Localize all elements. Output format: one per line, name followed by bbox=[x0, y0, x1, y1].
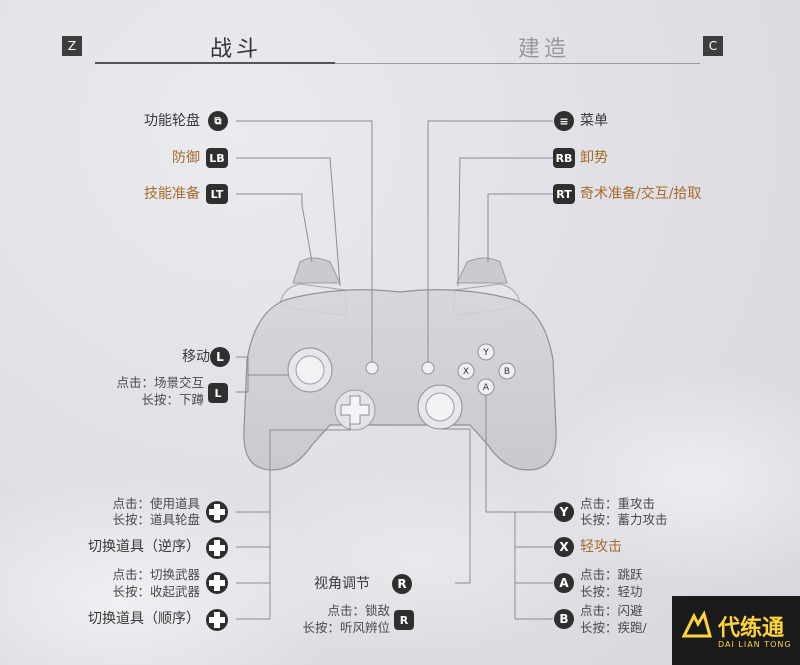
dpad-right-icon bbox=[206, 609, 228, 631]
label-y-hold: 长按：蓄力攻击 bbox=[580, 512, 668, 527]
tab-next-key[interactable]: C bbox=[703, 36, 723, 56]
menu-button bbox=[421, 361, 435, 375]
rt-trigger bbox=[456, 257, 508, 284]
label-rb: 卸势 bbox=[580, 150, 608, 166]
label-ls-hold: 长按：下蹲 bbox=[141, 392, 204, 407]
label-ddown-click: 点击：切换武器 bbox=[112, 567, 200, 582]
x-button-icon: X bbox=[554, 537, 574, 557]
right-stick-icon: R bbox=[392, 574, 412, 594]
label-a-click: 点击：跳跃 bbox=[580, 567, 643, 582]
face-y: Y bbox=[482, 348, 489, 358]
label-a-hold: 长按：轻功 bbox=[580, 584, 643, 599]
label-x: 轻攻击 bbox=[580, 539, 622, 555]
label-ddown-hold: 长按：收起武器 bbox=[112, 584, 200, 599]
label-b-hold: 长按：疾跑/ bbox=[580, 620, 647, 635]
face-x: X bbox=[463, 367, 469, 377]
face-b: B bbox=[504, 367, 510, 377]
label-rs-click: 点击：锁敌 bbox=[327, 603, 390, 618]
tab-build[interactable]: 建造 bbox=[518, 37, 571, 62]
label-dright: 切换道具（顺序） bbox=[88, 611, 200, 627]
b-button-icon: B bbox=[554, 609, 574, 629]
label-view: 视角调节 bbox=[314, 576, 370, 592]
label-skill: 技能准备 bbox=[144, 186, 200, 202]
tab-active-underline bbox=[95, 62, 335, 64]
rt-icon: RT bbox=[553, 184, 575, 204]
label-b-click: 点击：闪避 bbox=[580, 603, 643, 618]
dpad-left-icon bbox=[206, 537, 228, 559]
a-button-icon: A bbox=[554, 573, 574, 593]
view-button-icon: ⧉ bbox=[208, 111, 228, 131]
tab-divider bbox=[95, 63, 700, 64]
label-ls-click: 点击：场景交互 bbox=[116, 375, 204, 390]
watermark-logo-icon bbox=[681, 610, 712, 638]
label-move: 移动 bbox=[182, 349, 210, 365]
tab-combat[interactable]: 战斗 bbox=[210, 37, 263, 62]
face-a: A bbox=[483, 383, 490, 393]
label-dup-click: 点击：使用道具 bbox=[112, 496, 200, 511]
y-button-icon: Y bbox=[554, 502, 574, 522]
watermark-sub: DAI LIAN TONG bbox=[718, 640, 792, 649]
watermark: 代练通 DAI LIAN TONG bbox=[672, 596, 800, 665]
dpad-up-icon bbox=[206, 501, 228, 523]
lt-icon: LT bbox=[206, 184, 228, 204]
label-function-wheel: 功能轮盘 bbox=[144, 113, 200, 129]
dpad-down-icon bbox=[206, 572, 228, 594]
label-rt: 奇术准备/交互/拾取 bbox=[580, 186, 702, 202]
label-menu: 菜单 bbox=[580, 113, 608, 129]
right-stick-press-icon: R bbox=[394, 610, 414, 630]
label-dup-hold: 长按：道具轮盘 bbox=[112, 512, 200, 527]
tab-prev-key[interactable]: Z bbox=[62, 36, 82, 56]
label-guard: 防御 bbox=[172, 150, 200, 166]
lb-icon: LB bbox=[206, 148, 228, 168]
lt-trigger bbox=[292, 257, 341, 284]
view-button bbox=[365, 361, 379, 375]
label-rs-hold: 长按：听风辨位 bbox=[302, 620, 390, 635]
label-y-click: 点击：重攻击 bbox=[580, 496, 656, 511]
left-stick-press-icon: L bbox=[208, 383, 228, 403]
label-dleft: 切换道具（逆序） bbox=[88, 539, 200, 555]
left-stick-icon: L bbox=[210, 347, 230, 367]
controller-body bbox=[243, 289, 557, 471]
menu-button-icon: ≡ bbox=[554, 111, 574, 131]
watermark-name: 代练通 bbox=[718, 616, 785, 641]
rb-icon: RB bbox=[553, 148, 575, 168]
dpad bbox=[340, 395, 370, 425]
